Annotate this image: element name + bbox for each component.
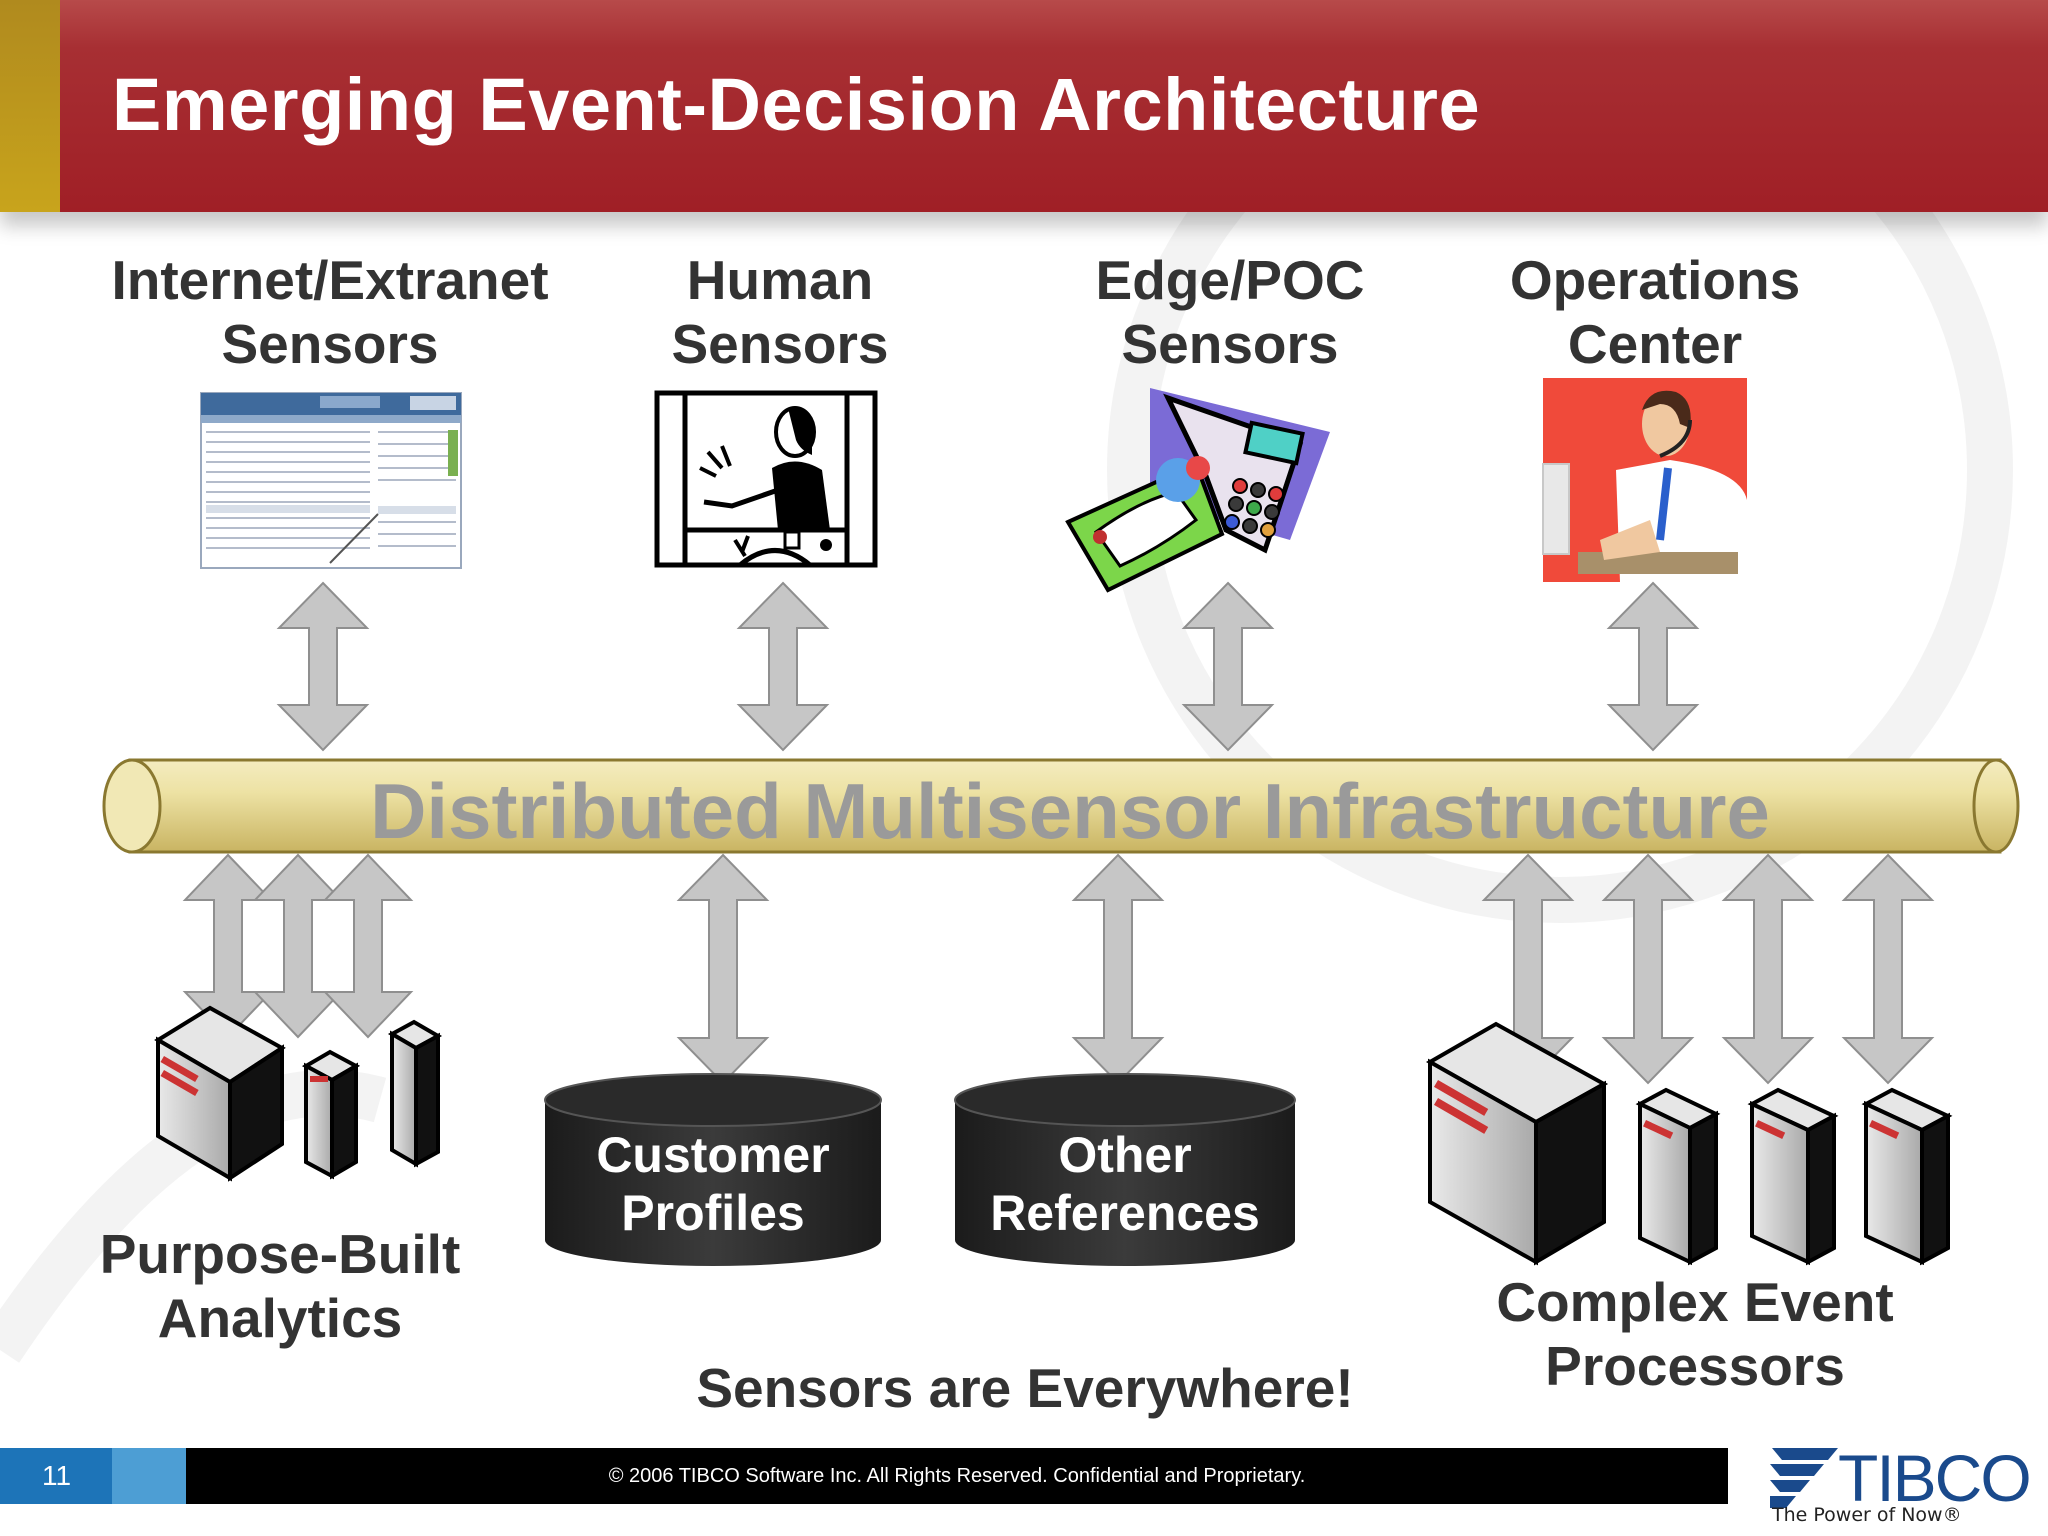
web-page-screenshot-icon [200,392,462,569]
purpose-built-analytics-label: Purpose-Built Analytics [99,1223,461,1349]
arrow-human-to-bus [736,581,830,752]
human-sensors-label: Human Sensors [671,249,889,375]
top-arrows [276,581,1700,752]
title-bar: Emerging Event-Decision Architecture [0,0,2048,212]
complex-event-processors-label: Complex Event Processors [1496,1271,1894,1397]
logo-tagline: The Power of Now® [1772,1504,1962,1526]
copyright-text: © 2006 TIBCO Software Inc. All Rights Re… [608,1465,1306,1487]
human-at-window-icon [654,390,878,568]
page-number: 11 [0,1448,186,1504]
call-center-operator-icon [1542,378,1747,582]
card-payment-terminal-icon [1065,388,1330,593]
arrow-edge-to-bus [1181,581,1275,752]
tibco-logo-icon [1770,1448,1838,1508]
infrastructure-pipe [102,758,2020,854]
arrow-operations-to-bus [1606,581,1700,752]
edge-poc-sensors-label: Edge/POC Sensors [1095,249,1365,375]
tibco-logo: TIBCO The Power of Now® [1766,1440,2032,1530]
server-cluster-icon [1425,1021,1953,1266]
operations-center-label: Operations Center [1509,249,1801,375]
infrastructure-label: Distributed Multisensor Infrastructure [370,767,1770,855]
database-icon [544,1073,882,1266]
bottom-arrows [182,853,1935,1085]
logo-wordmark: TIBCO [1838,1441,2032,1515]
internet-sensors-label: Internet/Extranet Sensors [111,249,549,375]
database-icon [954,1073,1296,1266]
title-bar-accent [0,0,60,212]
tagline: Sensors are Everywhere! [696,1357,1354,1419]
slide-title: Emerging Event-Decision Architecture [112,63,1481,146]
arrow-internet-to-bus [276,581,370,752]
footer-bar: 11 © 2006 TIBCO Software Inc. All Rights… [0,1448,1728,1504]
other-references-label: Other References [990,1127,1260,1241]
customer-profiles-label: Customer Profiles [596,1127,830,1241]
server-cluster-icon [154,1005,443,1182]
